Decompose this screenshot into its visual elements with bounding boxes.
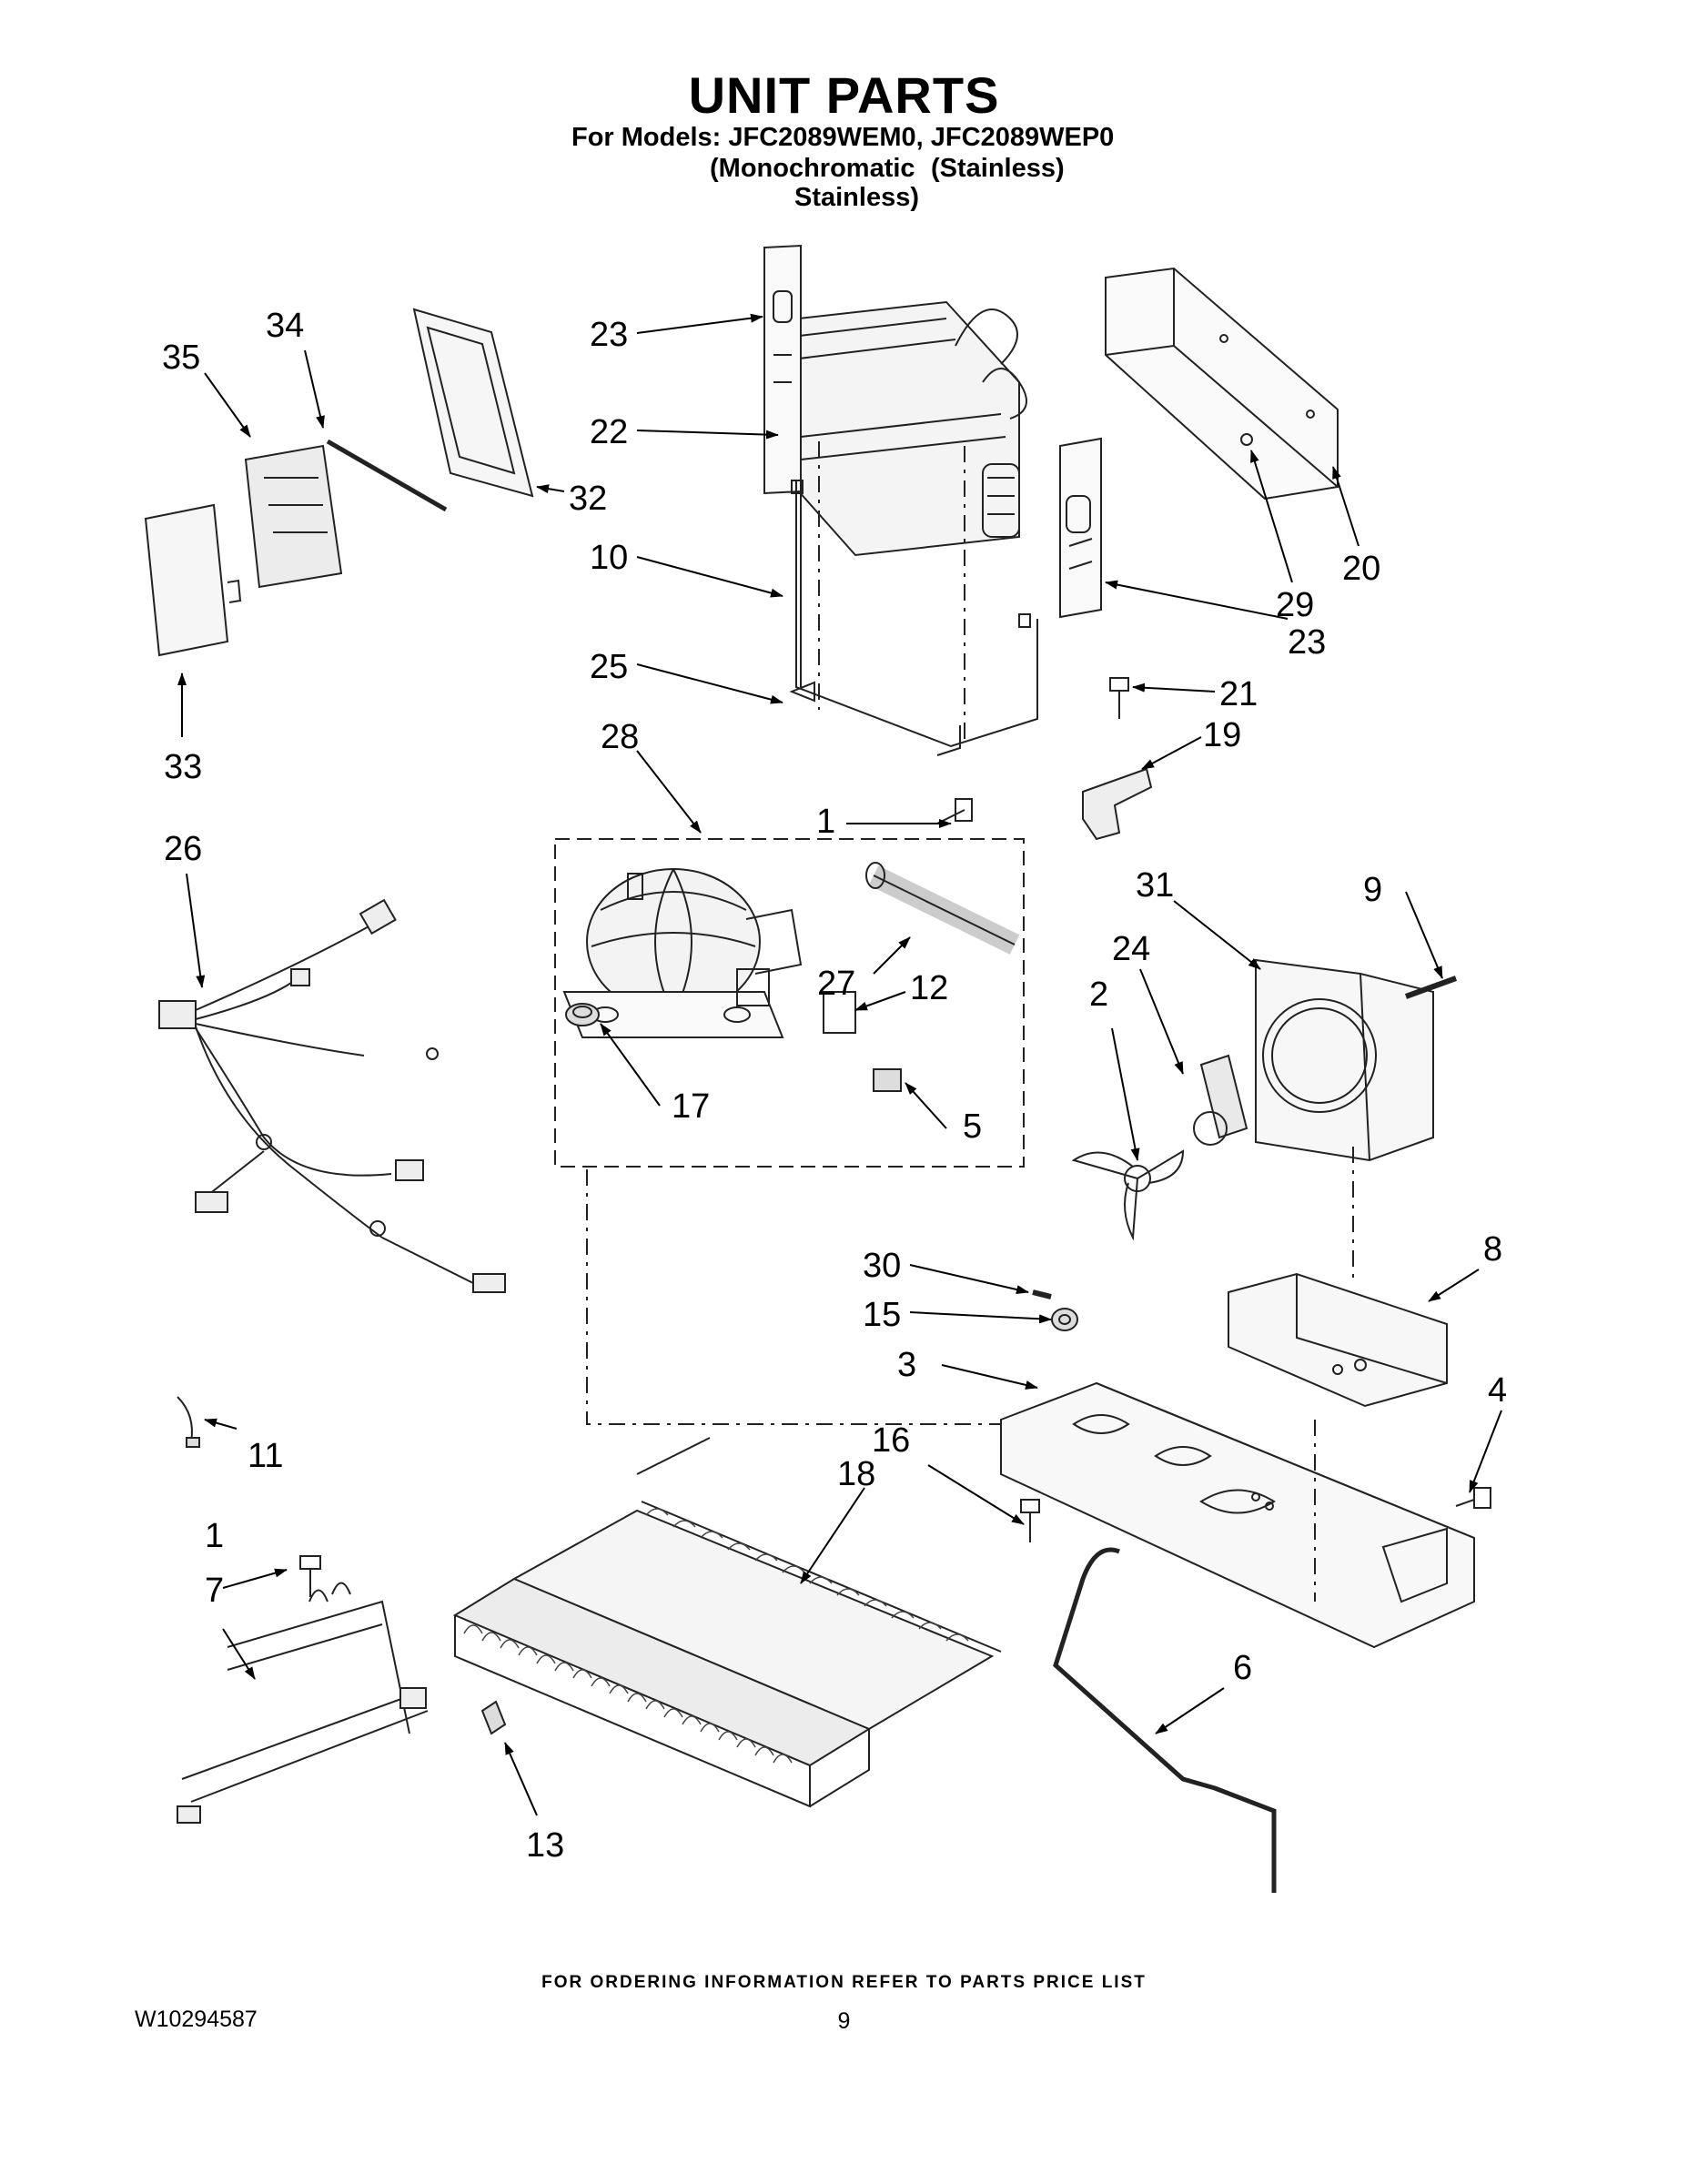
callout-35: 35 bbox=[162, 339, 200, 377]
callout-18: 18 bbox=[837, 1455, 875, 1493]
screw-1-upper-illustration bbox=[936, 798, 973, 824]
callout-8: 8 bbox=[1483, 1230, 1502, 1269]
callout-25: 25 bbox=[590, 648, 628, 686]
screw-16-illustration bbox=[1020, 1499, 1040, 1542]
screw-4-illustration bbox=[1455, 1487, 1491, 1509]
callout-24: 24 bbox=[1112, 930, 1150, 968]
callout-17: 17 bbox=[672, 1087, 710, 1126]
fan-motor-illustration bbox=[1193, 1054, 1248, 1146]
callout-10: 10 bbox=[590, 539, 628, 577]
control-board-illustration bbox=[244, 444, 343, 589]
compressor-base-plate-illustration bbox=[1000, 1381, 1475, 1649]
callout-12: 12 bbox=[910, 969, 948, 1007]
ordering-note: FOR ORDERING INFORMATION REFER TO PARTS … bbox=[541, 1973, 1147, 1992]
evaporator-cover-illustration bbox=[1105, 267, 1339, 500]
evaporator-end-plate-left-illustration bbox=[763, 244, 802, 495]
cover-33-illustration bbox=[144, 503, 242, 657]
callout-32: 32 bbox=[569, 480, 607, 518]
cover-5-illustration bbox=[873, 1068, 902, 1092]
callout-19: 19 bbox=[1203, 716, 1241, 754]
callout-1-lower: 1 bbox=[205, 1517, 224, 1555]
callout-27: 27 bbox=[817, 965, 855, 1003]
callout-16: 16 bbox=[872, 1421, 910, 1460]
spacer-30-illustration bbox=[1032, 1289, 1052, 1299]
bracket-19-illustration bbox=[1082, 767, 1153, 841]
callout-21: 21 bbox=[1219, 675, 1258, 713]
drier-27-illustration bbox=[865, 862, 1020, 955]
models-line: For Models: JFC2089WEM0, JFC2089WEP0 bbox=[571, 123, 1115, 152]
callout-20: 20 bbox=[1342, 550, 1380, 588]
strip-34-illustration bbox=[326, 439, 448, 512]
callout-4: 4 bbox=[1488, 1371, 1507, 1410]
wire-11-illustration bbox=[177, 1396, 200, 1448]
callout-7: 7 bbox=[205, 1572, 224, 1610]
callout-31: 31 bbox=[1136, 866, 1174, 905]
condenser-illustration bbox=[452, 1437, 1002, 1808]
machine-compartment-bracket-illustration bbox=[1228, 1272, 1448, 1408]
callout-15: 15 bbox=[863, 1296, 901, 1334]
callout-30: 30 bbox=[863, 1247, 901, 1285]
callout-11: 11 bbox=[248, 1437, 283, 1475]
callout-23-lower: 23 bbox=[1288, 623, 1326, 662]
drain-tube-illustration bbox=[1053, 1547, 1277, 1893]
screw-1-lower-illustration bbox=[299, 1555, 321, 1597]
callout-28: 28 bbox=[601, 718, 639, 756]
page-title: UNIT PARTS bbox=[688, 66, 1000, 124]
housing-32-illustration bbox=[412, 308, 534, 498]
harness-7-illustration bbox=[177, 1582, 429, 1824]
callout-34: 34 bbox=[266, 307, 304, 345]
callout-2: 2 bbox=[1089, 976, 1108, 1014]
grommet-15-illustration bbox=[1051, 1308, 1078, 1331]
callout-26: 26 bbox=[164, 830, 202, 868]
callout-6: 6 bbox=[1233, 1649, 1252, 1687]
leader-lines bbox=[177, 313, 1502, 1816]
variant-monochromatic-cont: Stainless) bbox=[794, 183, 919, 212]
callout-23-upper: 23 bbox=[590, 316, 628, 354]
screw-29-illustration bbox=[1240, 433, 1253, 446]
fan-shroud-illustration bbox=[1255, 958, 1434, 1162]
variant-monochromatic: (Monochromatic bbox=[710, 154, 915, 183]
clip-13-illustration bbox=[480, 1700, 507, 1735]
callout-33: 33 bbox=[164, 748, 202, 786]
callout-22: 22 bbox=[590, 413, 628, 451]
defrost-heater-illustration bbox=[789, 480, 1038, 756]
screw-9-illustration bbox=[1404, 976, 1458, 999]
relay-12-illustration bbox=[823, 991, 856, 1034]
callout-9: 9 bbox=[1363, 871, 1382, 909]
fan-blade-illustration bbox=[1071, 1149, 1185, 1241]
condenser-coil-ridges bbox=[463, 1508, 969, 1764]
evaporator-end-plate-right-illustration bbox=[1059, 437, 1102, 619]
callout-29: 29 bbox=[1276, 586, 1314, 624]
grommet-17-illustration bbox=[565, 1003, 600, 1026]
wire-harness-illustration bbox=[158, 898, 506, 1293]
callout-3: 3 bbox=[897, 1346, 916, 1384]
variant-stainless: (Stainless) bbox=[931, 154, 1065, 183]
callout-13: 13 bbox=[526, 1826, 564, 1865]
callout-5: 5 bbox=[963, 1107, 982, 1146]
callout-numbers: 23 22 10 25 23 20 29 21 19 28 1 27 12 5 … bbox=[162, 307, 1507, 1865]
page-number: 9 bbox=[837, 2008, 851, 2034]
compressor-illustration bbox=[562, 868, 803, 1038]
callout-1-upper: 1 bbox=[816, 803, 835, 841]
document-number: W10294587 bbox=[135, 2007, 258, 2032]
screw-21-illustration bbox=[1109, 677, 1129, 719]
